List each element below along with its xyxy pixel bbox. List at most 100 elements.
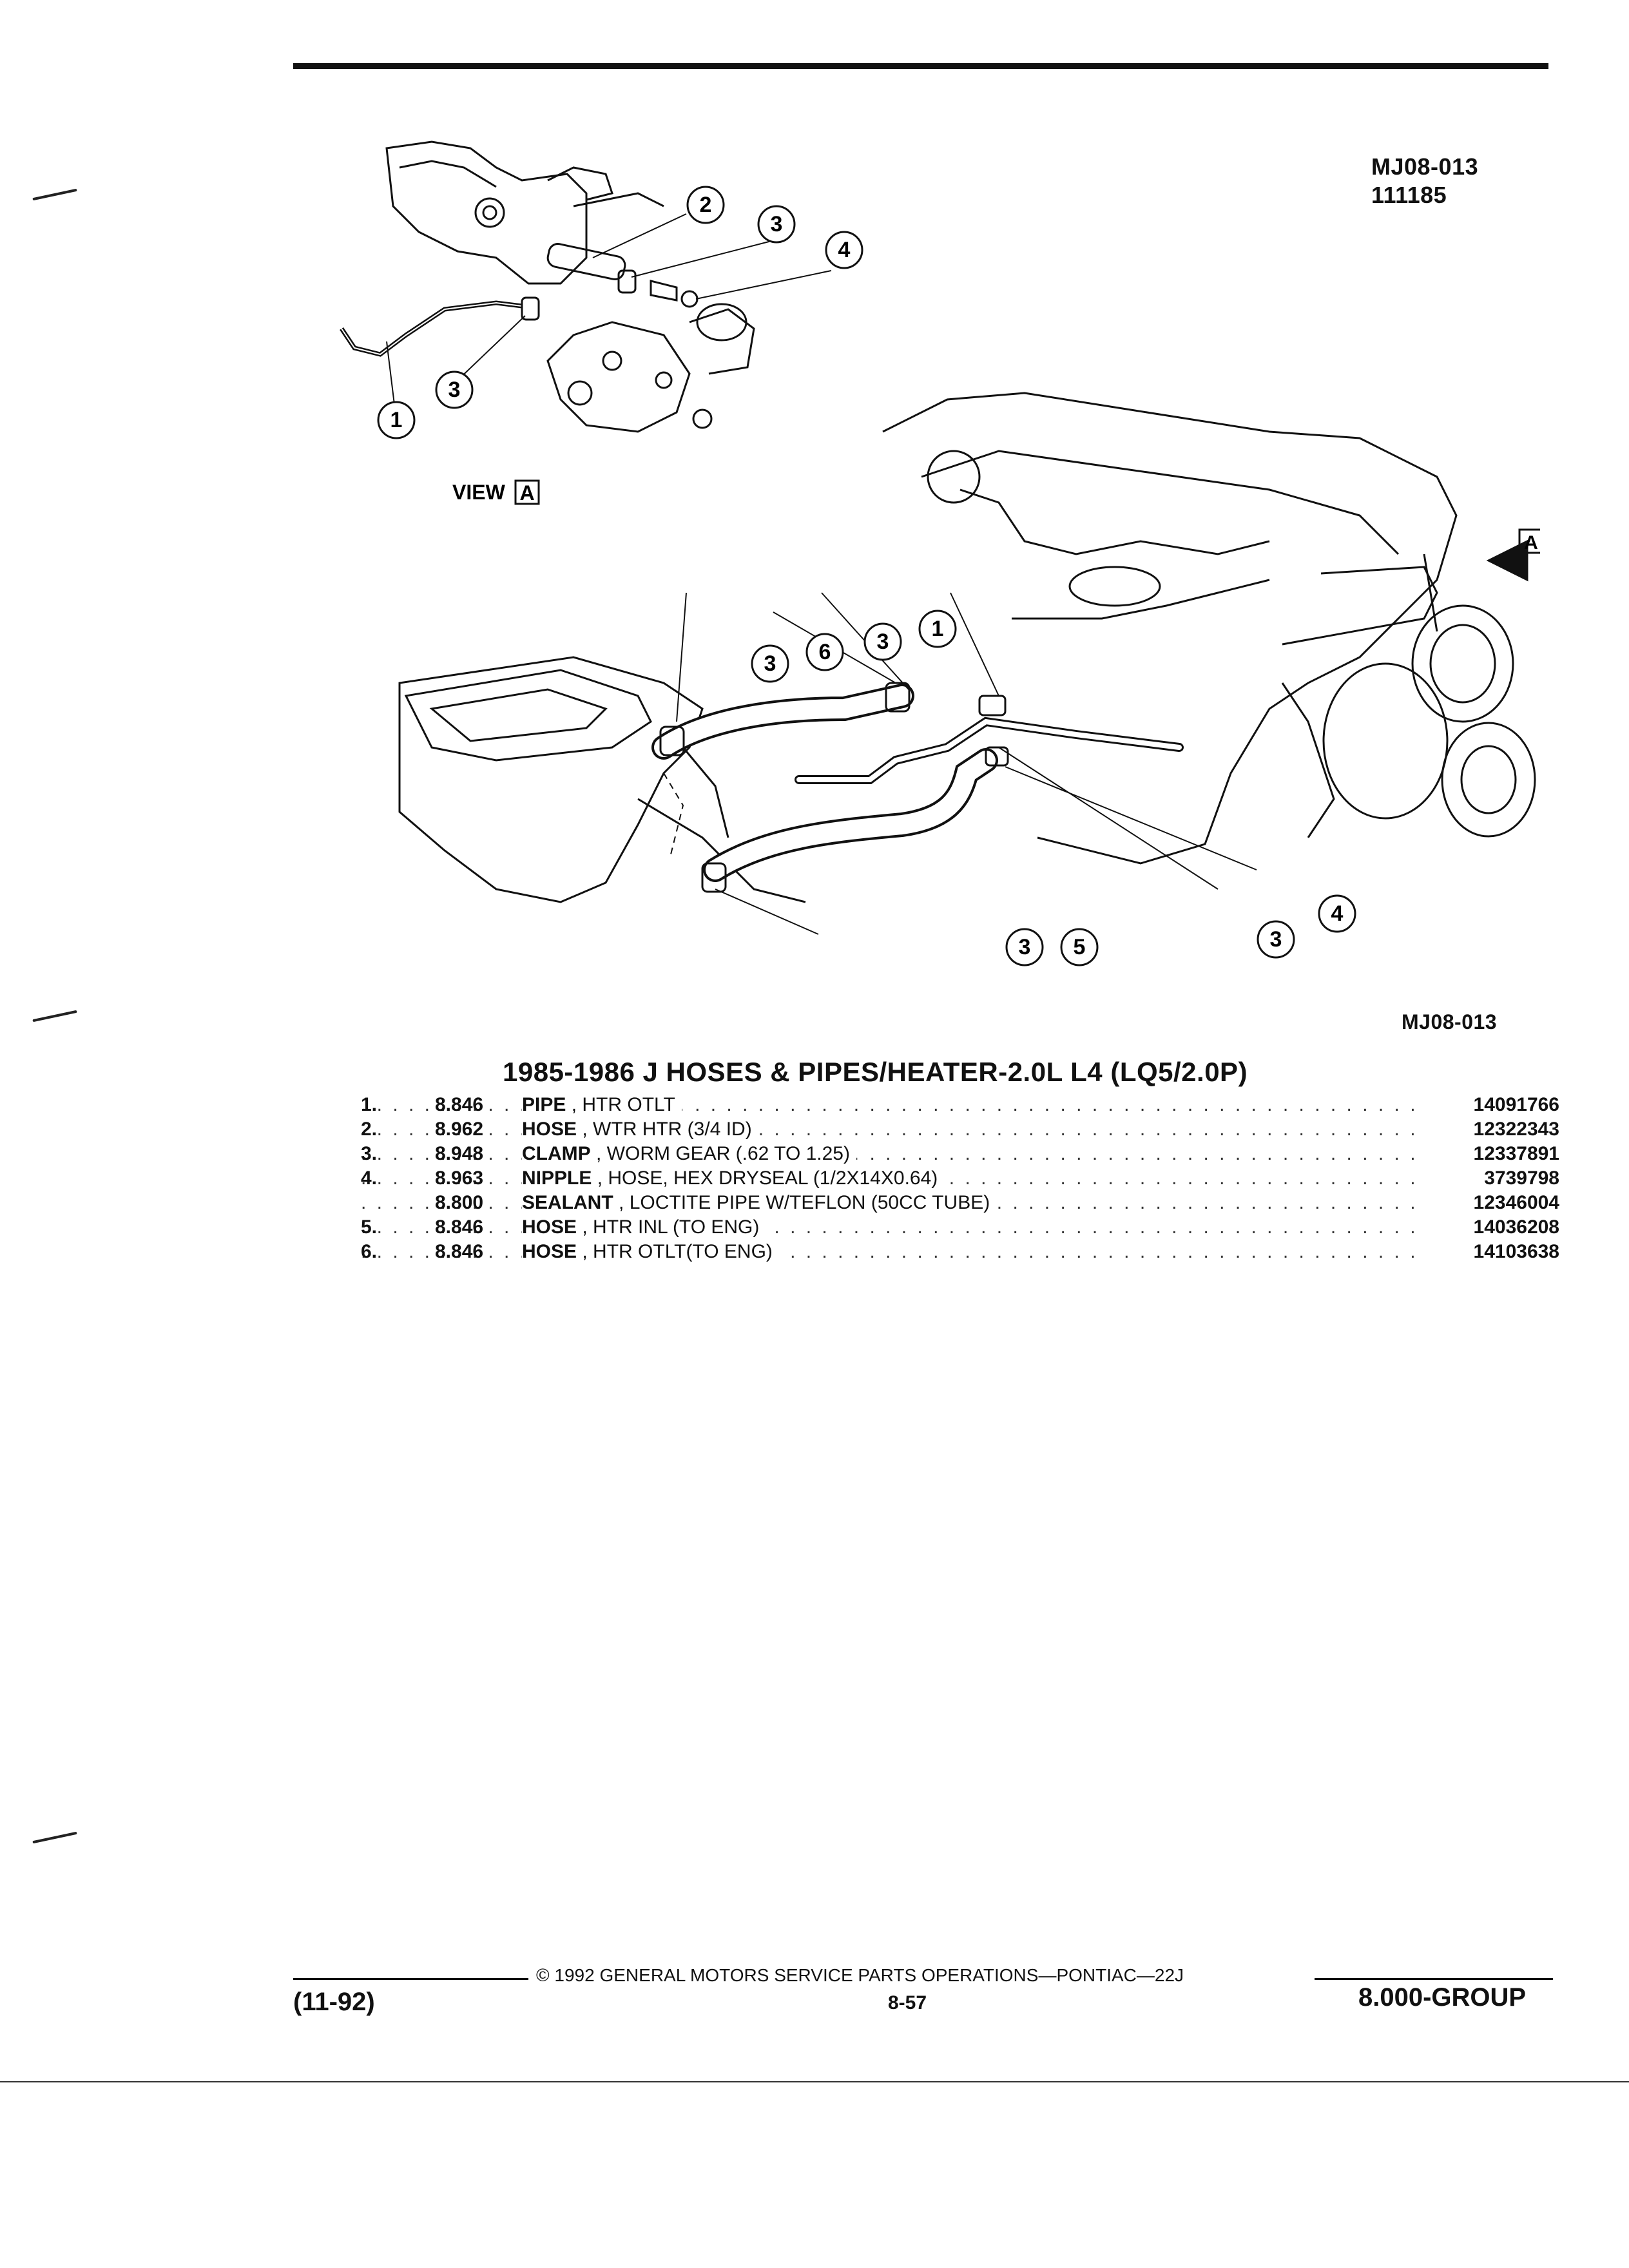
- callout-circles: 1 2 3 4 3 3 6 3 1 3 5 3 4: [377, 186, 1356, 966]
- callout-5: 5: [1060, 928, 1099, 966]
- item-number: 5.: [361, 1216, 378, 1238]
- svg-text:VIEW: VIEW: [452, 481, 506, 504]
- svg-text:1: 1: [390, 408, 403, 432]
- footer-rule-left: [293, 1978, 528, 1980]
- top-rule: [293, 63, 1548, 69]
- item-description: HOSE , HTR OTLT(TO ENG): [522, 1240, 779, 1264]
- item-code: 8.948: [435, 1143, 484, 1164]
- leader-dots: . . . . . . . . . . . . . . . . . . . . …: [361, 1143, 1424, 1164]
- copyright: © 1992 GENERAL MOTORS SERVICE PARTS OPER…: [536, 1965, 1184, 1985]
- svg-text:2: 2: [700, 193, 712, 217]
- callout-3-lower: 3: [1005, 928, 1044, 966]
- item-detail: WORM GEAR (.62 TO 1.25): [606, 1143, 850, 1164]
- svg-text:3: 3: [1270, 927, 1282, 952]
- revision-date: (11-92): [293, 1988, 375, 2016]
- callout-4-view-a: 4: [825, 231, 863, 269]
- callout-4: 4: [1318, 894, 1356, 933]
- arrow-a-label: A: [1518, 528, 1540, 554]
- callout-3-view-a: 3: [757, 205, 796, 244]
- part-number: 14103638: [1473, 1241, 1559, 1262]
- svg-text:3: 3: [771, 212, 783, 236]
- callout-3-right: 3: [1257, 920, 1295, 959]
- item-detail: LOCTITE PIPE W/TEFLON (50CC TUBE): [629, 1192, 990, 1213]
- item-code: 8.846: [435, 1216, 484, 1238]
- item-number: 3.: [361, 1143, 378, 1164]
- engine-block: [882, 392, 1536, 865]
- parts-row: . . . . . . . . . . . . . . . . . . . . …: [361, 1191, 1559, 1215]
- item-number: 6.: [361, 1241, 378, 1262]
- svg-text:6: 6: [819, 640, 831, 664]
- item-name: NIPPLE: [522, 1168, 592, 1189]
- leader-dots: . . . . . . . . . . . . . . . . . . . . …: [361, 1094, 1424, 1115]
- item-name: CLAMP: [522, 1143, 591, 1164]
- svg-text:3: 3: [448, 378, 461, 402]
- callout-3-upper-mid: 3: [863, 622, 902, 661]
- binder-hole-mark: [32, 1010, 77, 1023]
- page-title: 1985-1986 J HOSES & PIPES/HEATER-2.0L L4…: [503, 1057, 1248, 1087]
- figure-id-bottom: MJ08-013: [1402, 1010, 1498, 1033]
- binder-hole-mark: [32, 1831, 77, 1844]
- svg-text:4: 4: [1331, 901, 1344, 926]
- svg-text:4: 4: [838, 238, 851, 262]
- item-name: HOSE: [522, 1241, 577, 1262]
- item-number: 4.: [361, 1168, 378, 1189]
- item-name: HOSE: [522, 1119, 577, 1140]
- figure-id: MJ08-013: [1371, 153, 1479, 180]
- svg-text:A: A: [519, 481, 534, 505]
- parts-row: . . . . . . . . . . . . . . . . . . . . …: [361, 1117, 1559, 1142]
- parts-row: . . . . . . . . . . . . . . . . . . . . …: [361, 1240, 1559, 1264]
- callout-2-view-a: 2: [686, 186, 725, 224]
- item-detail: WTR HTR (3/4 ID): [593, 1119, 752, 1140]
- item-detail: HTR INL (TO ENG): [593, 1216, 760, 1238]
- page-number: 8-57: [888, 1992, 927, 2013]
- item-description: HOSE , HTR INL (TO ENG): [522, 1215, 766, 1240]
- item-number: 1.: [361, 1094, 378, 1115]
- item-name: SEALANT: [522, 1192, 613, 1213]
- callout-1: 1: [918, 610, 957, 648]
- item-detail: HOSE, HEX DRYSEAL (1/2X14X0.64): [608, 1168, 938, 1189]
- svg-text:1: 1: [932, 617, 944, 641]
- svg-text:3: 3: [1019, 935, 1031, 959]
- item-detail: HTR OTLT(TO ENG): [593, 1241, 773, 1262]
- view-a-pipe: [340, 300, 523, 357]
- item-code: 8.962: [435, 1119, 484, 1140]
- heater-hose-diagram: 1 2 3 4 3 3 6 3 1 3 5 3 4 VIEW A A: [340, 140, 1540, 966]
- callout-1-view-a: 1: [377, 401, 416, 439]
- item-name: PIPE: [522, 1094, 566, 1115]
- leader-dots: . . . . . . . . . . . . . . . . . . . . …: [361, 1216, 1424, 1238]
- item-description: PIPE , HTR OTLT: [522, 1093, 682, 1117]
- item-code: 8.800: [435, 1192, 484, 1213]
- item-description: SEALANT , LOCTITE PIPE W/TEFLON (50CC TU…: [522, 1191, 997, 1215]
- parts-row: . . . . . . . . . . . . . . . . . . . . …: [361, 1142, 1559, 1166]
- item-code: 8.846: [435, 1241, 484, 1262]
- callout-6: 6: [805, 633, 844, 671]
- leader-dots: . . . . . . . . . . . . . . . . . . . . …: [361, 1241, 1424, 1262]
- item-description: HOSE , WTR HTR (3/4 ID): [522, 1117, 758, 1142]
- view-a-engine-casting: [385, 140, 664, 285]
- water-pump: [546, 303, 755, 433]
- parts-row: . . . . . . . . . . . . . . . . . . . . …: [361, 1093, 1559, 1117]
- footer-rule-right: [1315, 1978, 1553, 1980]
- binder-hole-mark: [32, 188, 77, 201]
- item-description: NIPPLE , HOSE, HEX DRYSEAL (1/2X14X0.64): [522, 1166, 945, 1191]
- part-number: 14091766: [1473, 1094, 1559, 1115]
- svg-text:A: A: [1524, 532, 1538, 553]
- item-name: HOSE: [522, 1216, 577, 1238]
- page-bottom-rule: [0, 2081, 1629, 2082]
- part-number: 14036208: [1473, 1216, 1559, 1238]
- item-code: 8.846: [435, 1094, 484, 1115]
- parts-row: . . . . . . . . . . . . . . . . . . . . …: [361, 1166, 1559, 1191]
- parts-row: . . . . . . . . . . . . . . . . . . . . …: [361, 1215, 1559, 1240]
- view-a-hose: [546, 243, 626, 280]
- svg-text:5: 5: [1074, 935, 1086, 959]
- part-number: 12346004: [1473, 1192, 1559, 1213]
- view-a-label: VIEW A: [452, 479, 540, 505]
- part-number: 3739798: [1484, 1168, 1559, 1189]
- group-label: 8.000-GROUP: [1358, 1983, 1527, 2012]
- part-number: 12322343: [1473, 1119, 1559, 1140]
- part-number: 12337891: [1473, 1143, 1559, 1164]
- item-code: 8.963: [435, 1168, 484, 1189]
- item-number: 2.: [361, 1119, 378, 1140]
- svg-text:3: 3: [877, 629, 889, 654]
- parts-list: . . . . . . . . . . . . . . . . . . . . …: [361, 1093, 1559, 1264]
